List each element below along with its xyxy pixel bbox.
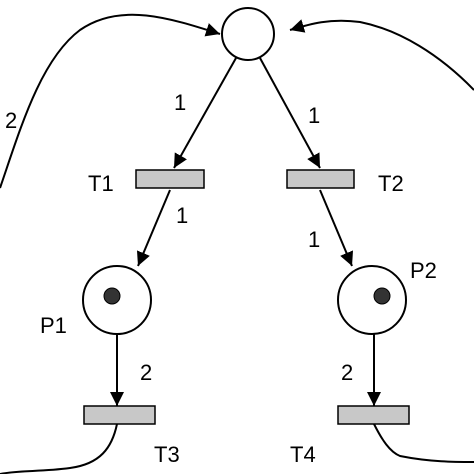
label-t3: T3: [154, 442, 180, 467]
weight-t1-p1: 1: [176, 203, 188, 228]
label-t4: T4: [290, 442, 316, 467]
weight-p2-t4: 2: [341, 360, 353, 385]
weight-ptop-t1: 1: [174, 90, 186, 115]
transition-t1: [135, 169, 205, 189]
token-p2: [373, 287, 391, 305]
label-p1: P1: [40, 313, 67, 338]
label-t2: T2: [378, 171, 404, 196]
label-p2: P2: [410, 258, 437, 283]
arc-t4-ptop: [289, 19, 474, 91]
arc-t2-p2: [319, 189, 354, 267]
transition-t4: [337, 405, 410, 425]
arc-ptop-t2: [259, 57, 321, 169]
transition-t2: [286, 169, 355, 189]
arc-t3-bottom-left: [0, 423, 118, 474]
weight-ptop-t2: 1: [308, 103, 320, 128]
transition-t3: [83, 405, 156, 425]
arc-ptop-t1: [173, 57, 237, 169]
weight-p1-t3: 2: [140, 360, 152, 385]
weight-t3-ptop: 2: [5, 108, 17, 133]
weight-t2-p2: 1: [308, 227, 320, 252]
arc-t4-bottom-right: [373, 423, 474, 463]
place-top: [221, 7, 275, 61]
arc-t3-ptop: [0, 13, 221, 189]
place-p2: [337, 265, 407, 335]
label-t1: T1: [88, 171, 114, 196]
token-p1: [103, 287, 121, 305]
arc-t1-p1: [136, 189, 171, 267]
